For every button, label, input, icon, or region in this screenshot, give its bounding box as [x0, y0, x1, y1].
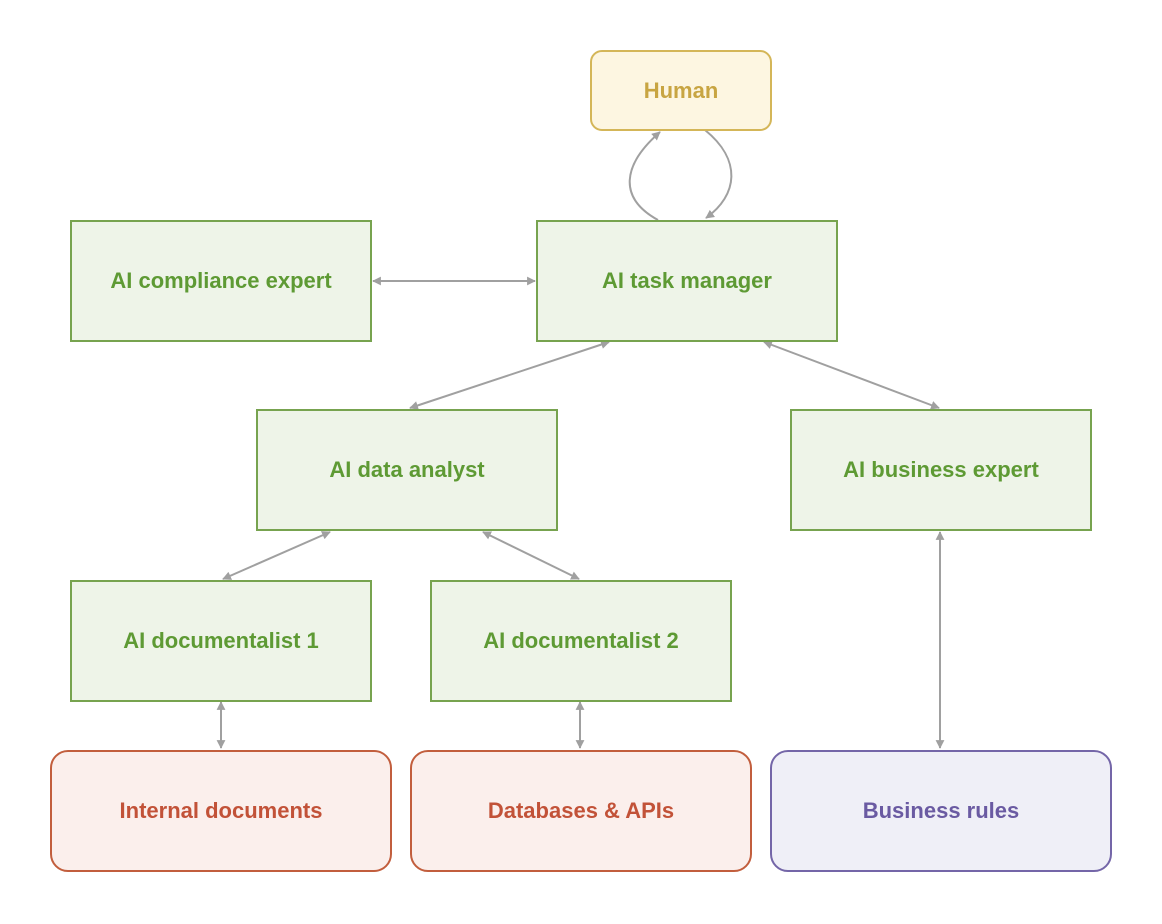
node-compliance-expert-label: AI compliance expert	[110, 268, 332, 293]
node-documentalist-2-label: AI documentalist 2	[483, 628, 679, 653]
edge-data-analyst-documentalist-2	[482, 531, 580, 580]
node-documentalist-1[interactable]: AI documentalist 1	[70, 580, 372, 702]
edge-human-to-task-manager	[628, 131, 661, 221]
node-business-rules-label: Business rules	[862, 798, 1020, 823]
edge-task-manager-business-expert	[763, 340, 940, 410]
node-compliance-expert[interactable]: AI compliance expert	[70, 220, 372, 342]
node-human[interactable]: Human	[590, 50, 772, 131]
node-documentalist-1-label: AI documentalist 1	[123, 628, 319, 653]
node-data-analyst-label: AI data analyst	[329, 457, 485, 482]
node-internal-documents-label: Internal documents	[119, 798, 323, 823]
edge-task-manager-data-analyst	[409, 340, 610, 410]
edge-task-manager-to-human	[704, 129, 733, 219]
node-business-expert-label: AI business expert	[843, 457, 1039, 482]
node-data-analyst[interactable]: AI data analyst	[256, 409, 558, 531]
edge-data-analyst-documentalist-1	[222, 531, 331, 580]
node-databases-apis[interactable]: Databases & APIs	[410, 750, 752, 872]
node-documentalist-2[interactable]: AI documentalist 2	[430, 580, 732, 702]
node-task-manager[interactable]: AI task manager	[536, 220, 838, 342]
node-business-expert[interactable]: AI business expert	[790, 409, 1092, 531]
node-human-label: Human	[643, 77, 719, 103]
node-databases-apis-label: Databases & APIs	[487, 798, 675, 823]
node-business-rules[interactable]: Business rules	[770, 750, 1112, 872]
node-task-manager-label: AI task manager	[602, 268, 772, 293]
node-internal-documents[interactable]: Internal documents	[50, 750, 392, 872]
